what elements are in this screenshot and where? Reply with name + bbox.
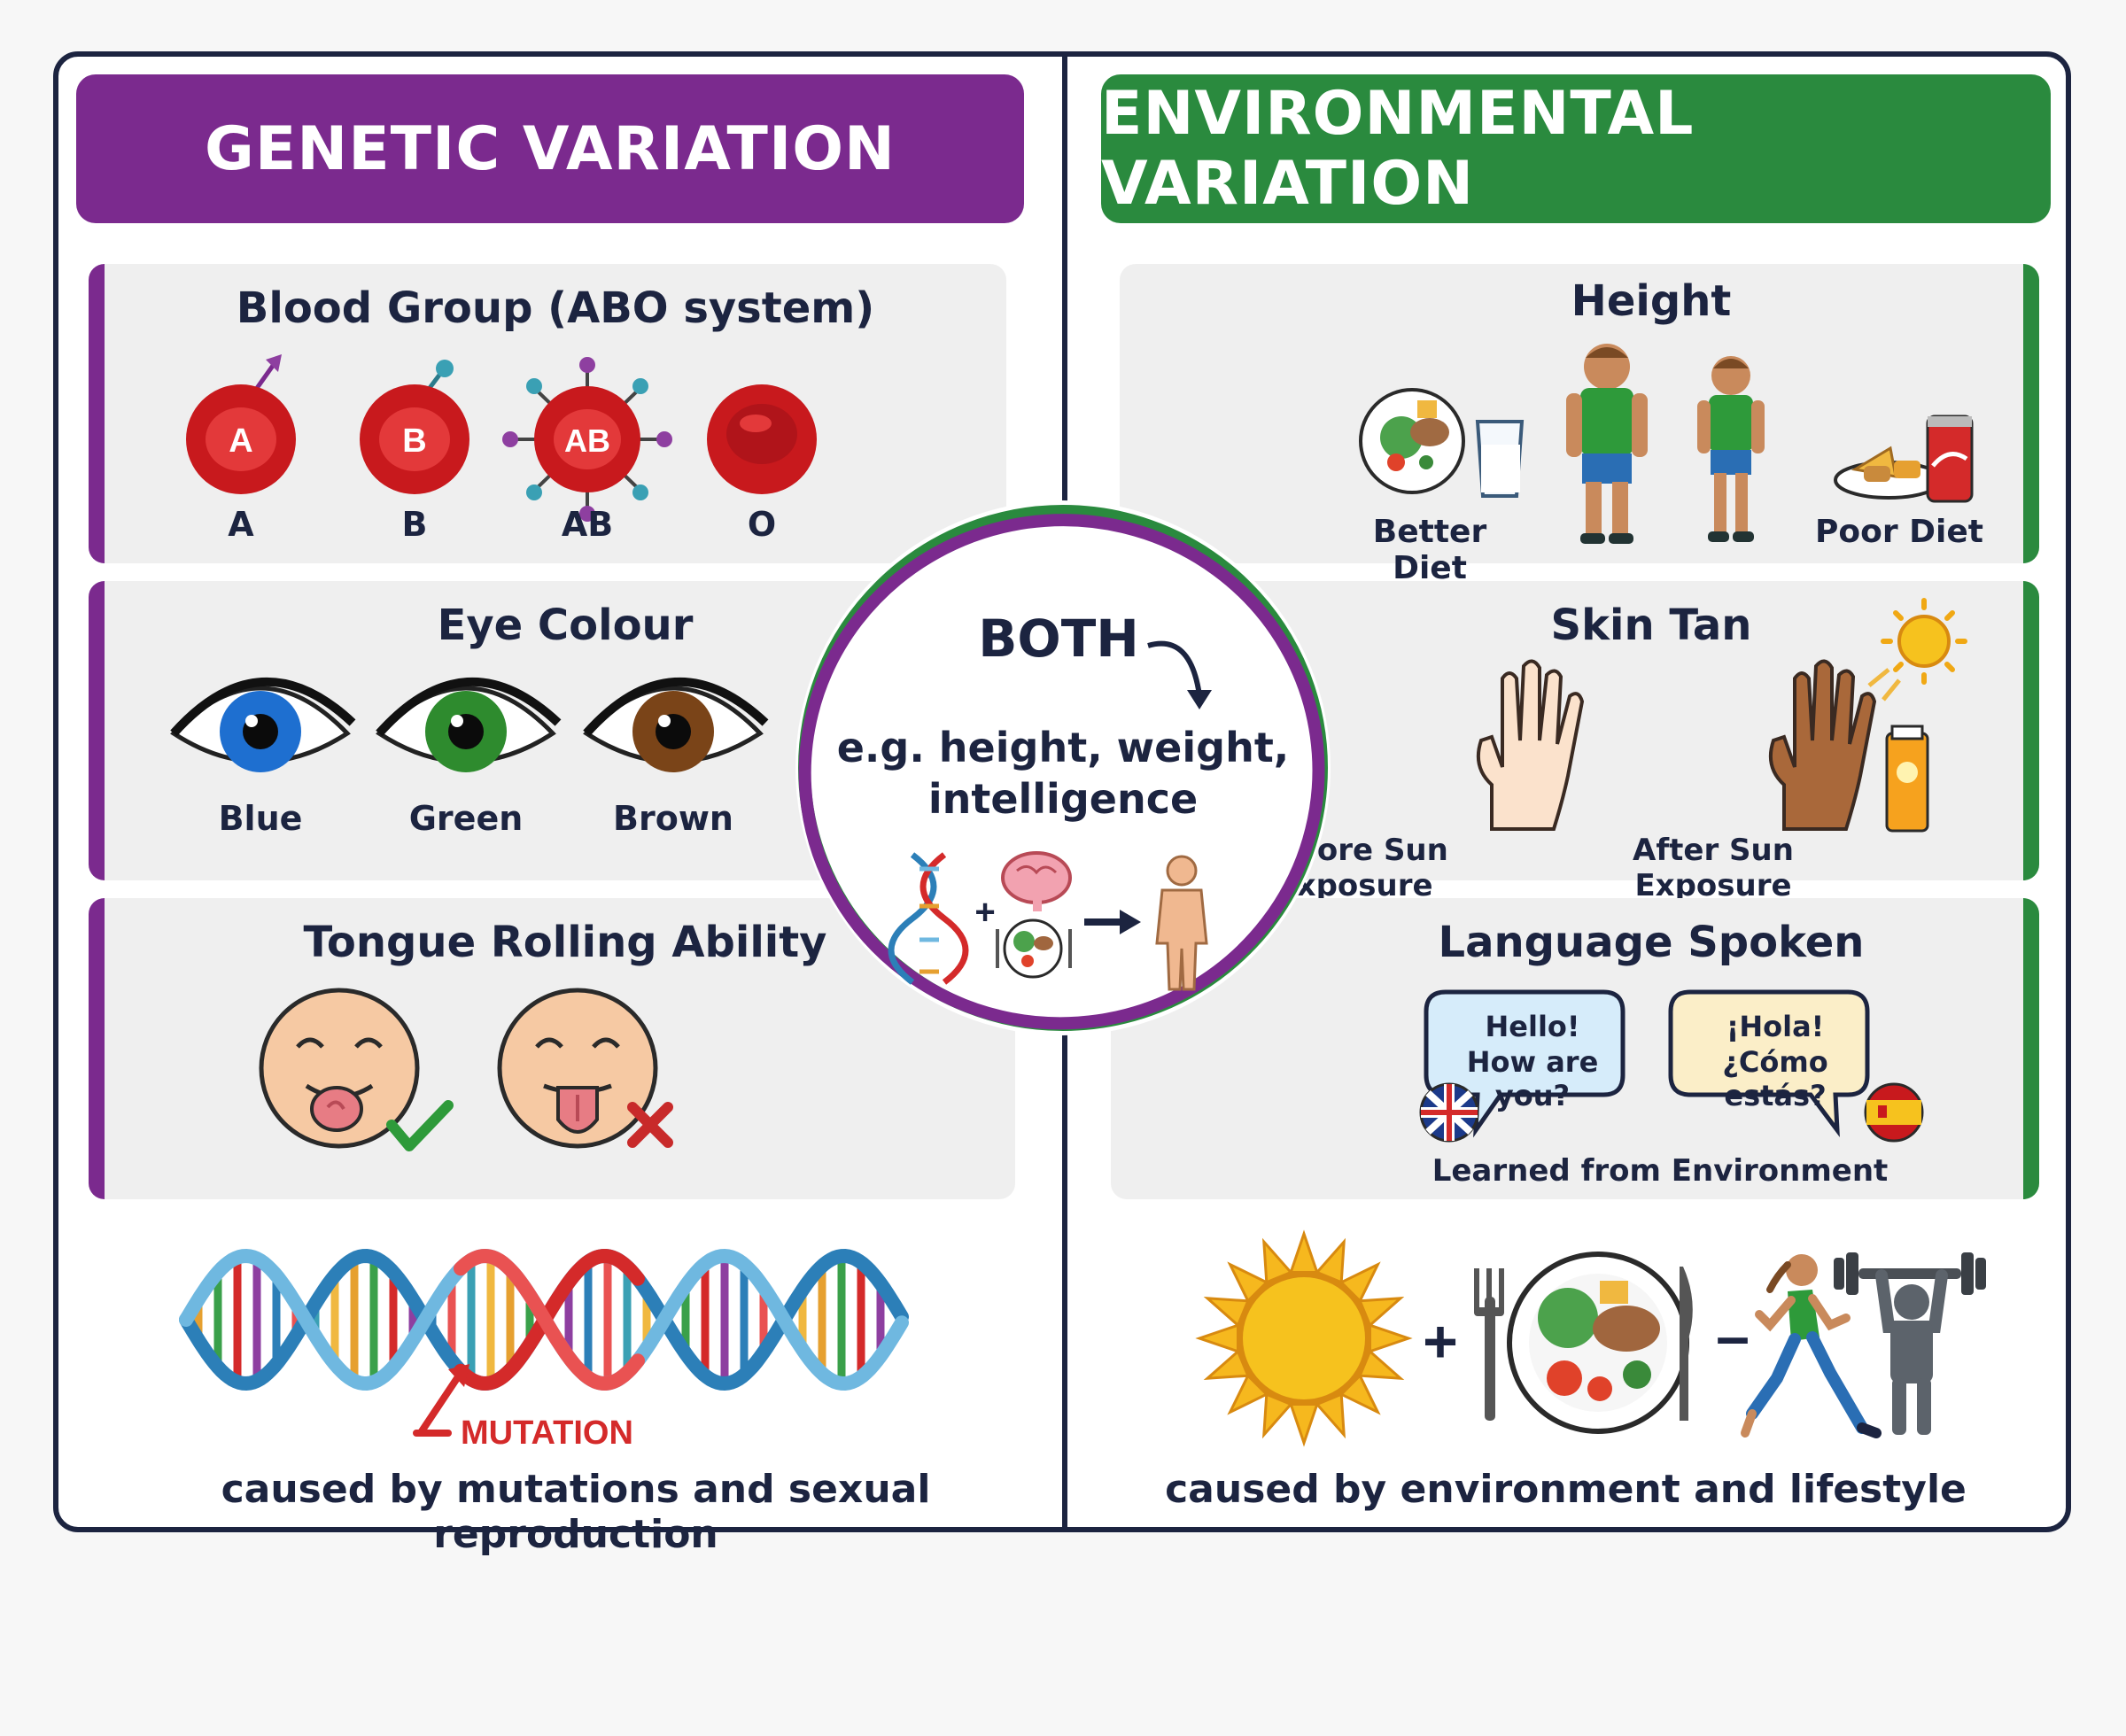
both-circle-rings <box>798 505 1328 1031</box>
both-title: BOTH <box>978 608 1139 669</box>
eye-label-blue: Blue <box>218 799 303 838</box>
small-dna-icon <box>888 852 969 985</box>
height-panel: Height <box>1120 264 2039 586</box>
equation-arrow-icon <box>1084 910 1141 934</box>
small-plate-icon <box>996 918 1072 979</box>
brain-icon <box>1001 851 1072 911</box>
language-caption: Learned from Environment <box>1432 1153 1889 1189</box>
tongue-faces-illustration <box>259 988 673 1151</box>
height-title: Height <box>1571 276 1732 326</box>
blood-group-title: Blood Group (ABO system) <box>236 283 875 333</box>
junk-food-plate-icon <box>1834 446 1944 500</box>
blue-eye-icon <box>170 677 356 772</box>
both-equation-illustration: + <box>888 851 1208 991</box>
tanned-hand-icon <box>1769 659 1877 831</box>
english-greeting-line2: How are you? <box>1466 1045 1599 1112</box>
blood-group-panel: Blood Group (ABO system) <box>89 264 1006 563</box>
both-plus-sign: + <box>974 893 995 932</box>
height-illustration <box>1359 344 1974 544</box>
eye-label-green: Green <box>408 799 524 838</box>
environmental-variation-title: ENVIRONMENTAL VARIATION <box>1101 79 1695 219</box>
both-example-line1: e.g. height, weight, <box>836 724 1290 771</box>
genetic-variation-header: GENETIC VARIATION <box>76 74 1024 223</box>
environmental-footer: caused by environment and lifestyle <box>1165 1467 1967 1512</box>
both-circle: BOTH e.g. height, weight, intelligence + <box>795 500 1331 1035</box>
tall-person-icon <box>1566 344 1648 544</box>
blood-cell-b-letter: B <box>402 422 426 460</box>
spain-flag-icon <box>1864 1082 1924 1143</box>
tongue-rolling-title: Tongue Rolling Ability <box>303 918 827 967</box>
poor-diet-label: Poor Diet <box>1815 514 1983 550</box>
eye-colour-title: Eye Colour <box>437 601 694 650</box>
check-icon <box>386 1100 454 1151</box>
blood-cell-o-icon <box>707 384 817 494</box>
dna-mutation-illustration: MUTATION <box>179 1248 909 1452</box>
mutation-arrow-icon <box>413 1364 469 1437</box>
english-greeting-line1: Hello! <box>1485 1010 1580 1043</box>
language-illustration <box>1419 989 1924 1143</box>
mutation-label: MUTATION <box>461 1414 633 1452</box>
skin-tan-illustration <box>1477 598 1967 833</box>
spanish-greeting-line2: ¿Cómo estás? <box>1722 1045 1828 1112</box>
cross-icon <box>627 1102 673 1148</box>
spanish-speech-bubble-icon <box>1668 989 1870 1138</box>
sunscreen-icon <box>1885 725 1929 833</box>
better-diet-label: Better Diet <box>1372 514 1487 586</box>
person-outline-icon <box>1155 855 1208 991</box>
milk-glass-icon <box>1475 420 1525 498</box>
blood-label-ab: AB <box>561 505 614 544</box>
genetic-variation-title: GENETIC VARIATION <box>205 113 896 184</box>
healthy-food-plate-icon <box>1359 388 1465 494</box>
dna-helix-icon <box>179 1248 909 1391</box>
language-title: Language Spoken <box>1438 918 1865 967</box>
english-speech-bubble-icon <box>1424 989 1626 1138</box>
genetic-footer: caused by mutations and sexual reproduct… <box>221 1467 931 1557</box>
after-sun-label: After Sun Exposure <box>1633 833 1794 903</box>
both-arrow-icon <box>1147 640 1212 709</box>
uk-flag-icon <box>1419 1082 1479 1143</box>
short-person-icon <box>1697 356 1765 542</box>
green-eye-icon <box>376 677 562 772</box>
environmental-variation-header: ENVIRONMENTAL VARIATION <box>1101 74 2051 223</box>
pale-hand-icon <box>1477 659 1585 831</box>
blood-cell-b-icon <box>360 360 469 494</box>
tongue-no-roll-face-icon <box>497 988 658 1149</box>
spanish-greeting-line1: ¡Hola! <box>1726 1010 1825 1043</box>
blood-cells-illustration: A B AB <box>186 354 817 522</box>
tongue-rolling-panel: Tongue Rolling Ability <box>89 898 1015 1199</box>
soda-can-icon <box>1926 415 1974 503</box>
blood-cell-ab-letter: AB <box>564 422 610 459</box>
blood-cell-a-icon <box>186 354 296 494</box>
tongue-roll-face-icon <box>259 988 420 1149</box>
blood-label-b: B <box>401 505 428 544</box>
skin-tan-title: Skin Tan <box>1550 601 1752 650</box>
brown-eye-icon <box>583 677 769 772</box>
eyes-illustration <box>170 677 769 772</box>
blood-label-o: O <box>747 505 777 544</box>
blood-label-a: A <box>228 505 254 544</box>
eye-label-brown: Brown <box>613 799 733 838</box>
language-panel: Language Spoken Hello! How are you? ¡Hol… <box>1111 898 2039 1199</box>
blood-cell-a-letter: A <box>229 422 252 460</box>
both-example-line2: intelligence <box>927 775 1199 823</box>
sun-icon <box>1867 598 1967 701</box>
blood-cell-ab-icon <box>502 357 672 522</box>
